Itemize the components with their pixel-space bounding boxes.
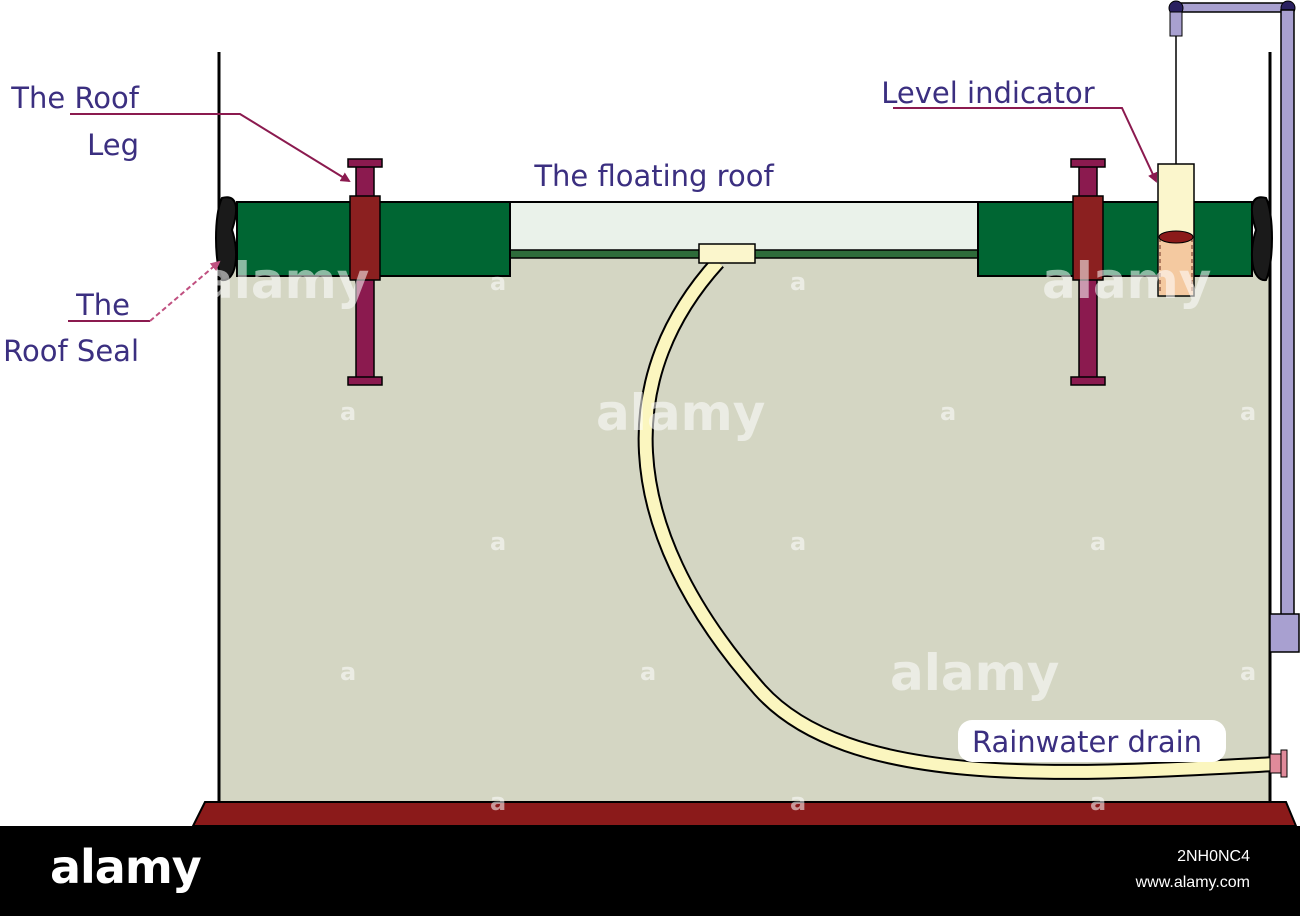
right-leg-sleeve bbox=[1072, 195, 1104, 281]
watermark-brand: alamy bbox=[890, 644, 1059, 702]
footer-bar: alamy 2NH0NC4 www.alamy.com bbox=[0, 826, 1300, 916]
level-indicator-label: Level indicator bbox=[881, 76, 1094, 110]
roof-seal-label-line2: Roof Seal bbox=[3, 334, 139, 368]
watermark-mark: a bbox=[940, 398, 956, 426]
rainwater-drain-label-bg bbox=[958, 720, 1226, 762]
watermark-mark: a bbox=[490, 268, 506, 296]
right-roof-seal bbox=[1250, 196, 1273, 282]
floating-roof-label: The floating roof bbox=[533, 159, 774, 193]
roof-leg-label-line2: Leg bbox=[87, 128, 139, 162]
watermark-mark: a bbox=[790, 528, 806, 556]
watermark-mark: a bbox=[340, 658, 356, 686]
right-leg-top-cap bbox=[1070, 158, 1106, 168]
indicator-float bbox=[1159, 237, 1193, 295]
watermark-mark: a bbox=[790, 788, 806, 816]
watermark-mark: a bbox=[1090, 528, 1106, 556]
indicator-gauge-box bbox=[1269, 613, 1300, 653]
watermark-mark: a bbox=[340, 398, 356, 426]
roof-drain-inlet bbox=[698, 243, 756, 264]
left-roof-seal bbox=[215, 196, 238, 282]
indicator-outer-pipe bbox=[1280, 9, 1295, 617]
rainwater-drain-hose bbox=[639, 257, 1277, 778]
watermark-mark: a bbox=[790, 268, 806, 296]
watermark-brand: alamy bbox=[596, 384, 765, 442]
roof-leg-label-line1: The Roof bbox=[10, 81, 139, 115]
footer-image-id: 2NH0NC4 bbox=[1177, 848, 1250, 865]
watermark-mark: a bbox=[1090, 788, 1106, 816]
roof-seal-leader-line bbox=[149, 260, 221, 322]
tank-floor bbox=[191, 801, 1298, 827]
watermark-brand: alamy bbox=[1042, 252, 1211, 310]
drain-outlet-flange bbox=[1280, 749, 1288, 778]
right-leg-bottom-cap bbox=[1070, 376, 1106, 386]
footer-url: www.alamy.com bbox=[1135, 874, 1250, 891]
right-pontoon bbox=[977, 201, 1253, 277]
left-leg-bottom-cap bbox=[347, 376, 383, 386]
watermark-mark: a bbox=[1240, 398, 1256, 426]
level-indicator-leader-line bbox=[893, 107, 1158, 183]
roof-leg-leader-line bbox=[70, 113, 351, 183]
watermark-mark: a bbox=[640, 658, 656, 686]
watermark-mark: a bbox=[1240, 658, 1256, 686]
watermark-mark: a bbox=[490, 788, 506, 816]
roof-seal-label-line1: The bbox=[75, 288, 130, 322]
indicator-cable-weight bbox=[1169, 11, 1183, 37]
indicator-float-top bbox=[1158, 230, 1194, 244]
drain-outlet-nozzle bbox=[1269, 753, 1283, 774]
watermark-mark: a bbox=[490, 528, 506, 556]
rainwater-drain-label: Rainwater drain bbox=[972, 725, 1202, 759]
footer-logo: alamy bbox=[50, 840, 202, 894]
left-leg-top-cap bbox=[347, 158, 383, 168]
left-leg-sleeve bbox=[349, 195, 381, 281]
indicator-top-bar bbox=[1175, 2, 1289, 13]
watermark-brand: alamy bbox=[200, 252, 369, 310]
watermarks: alamy alamy alamy alamy a a a a a a a a … bbox=[200, 252, 1256, 816]
